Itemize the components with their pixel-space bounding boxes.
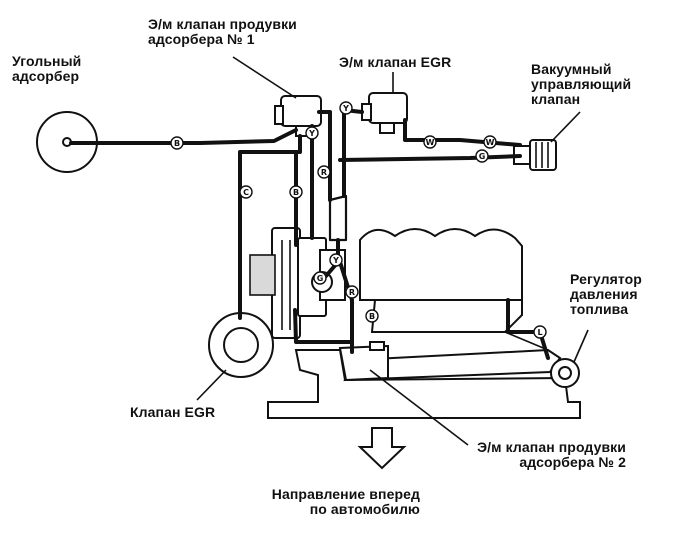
hose-code-r-manifold-line: R: [345, 285, 359, 299]
forward-direction-arrow: [357, 427, 407, 470]
hose-code-b-throttle-line: B: [289, 185, 303, 199]
hose-code-c-egr-line: C: [239, 185, 253, 199]
egr-solenoid: [361, 92, 408, 134]
hose-code-r-purge-line: R: [317, 165, 331, 179]
hose-code-text: B: [369, 312, 375, 321]
egr-valve-label: Клапан EGR: [130, 404, 216, 420]
hose-code-text: Y: [308, 129, 315, 138]
hose-code-y-manifold-line: Y: [329, 253, 343, 267]
hose-code-text: R: [321, 168, 327, 177]
charcoal-canister-label: Угольный адсорбер: [12, 53, 82, 84]
hose-code-text: C: [243, 188, 249, 197]
engine-block: [267, 228, 581, 419]
hose-code-l-regulator-line: L: [533, 325, 547, 339]
vacuum-control-valve-label: Вакуумный управляющий клапан: [531, 61, 632, 107]
hose-code-b-manifold-line: B: [365, 309, 379, 323]
hose-code-text: G: [479, 152, 486, 161]
hose-code-w-vacuum-line-2: W: [483, 135, 497, 149]
hose-code-text: Y: [332, 256, 339, 265]
hose-code-text: B: [293, 188, 299, 197]
hose-code-y-egr-solenoid-line: Y: [339, 101, 353, 115]
hose-code-w-vacuum-line: W: [423, 135, 437, 149]
hose-code-text: R: [349, 288, 355, 297]
egr-solenoid-label: Э/м клапан EGR: [339, 54, 452, 70]
purge-solenoid-1-label: Э/м клапан продувки адсорбера № 1: [148, 16, 297, 47]
hose-code-text: W: [486, 138, 495, 147]
leader-lines: [196, 56, 589, 446]
hose-code-text: W: [426, 138, 435, 147]
forward-direction-label: Направление вперед по автомобилю: [271, 486, 420, 517]
vacuum-control-valve: [513, 139, 557, 171]
egr-valve: [208, 312, 274, 378]
fuel-pressure-regulator: [550, 358, 580, 388]
hose-code-y-purge-line: Y: [305, 126, 319, 140]
hose-code-g-manifold-line: G: [313, 271, 327, 285]
purge-solenoid-2: [338, 341, 389, 382]
hose-code-text: G: [317, 274, 324, 283]
hose-code-b-canister-line: B: [170, 136, 184, 150]
fuel-pressure-regulator-label: Регулятор давления топлива: [570, 271, 642, 317]
hose-code-text: L: [537, 328, 542, 337]
hose-code-g-vacuum-line: G: [475, 149, 489, 163]
purge-solenoid-2-label: Э/м клапан продувки адсорбера № 2: [477, 439, 626, 470]
hose-code-text: Y: [342, 104, 349, 113]
hose-code-text: B: [174, 139, 180, 148]
